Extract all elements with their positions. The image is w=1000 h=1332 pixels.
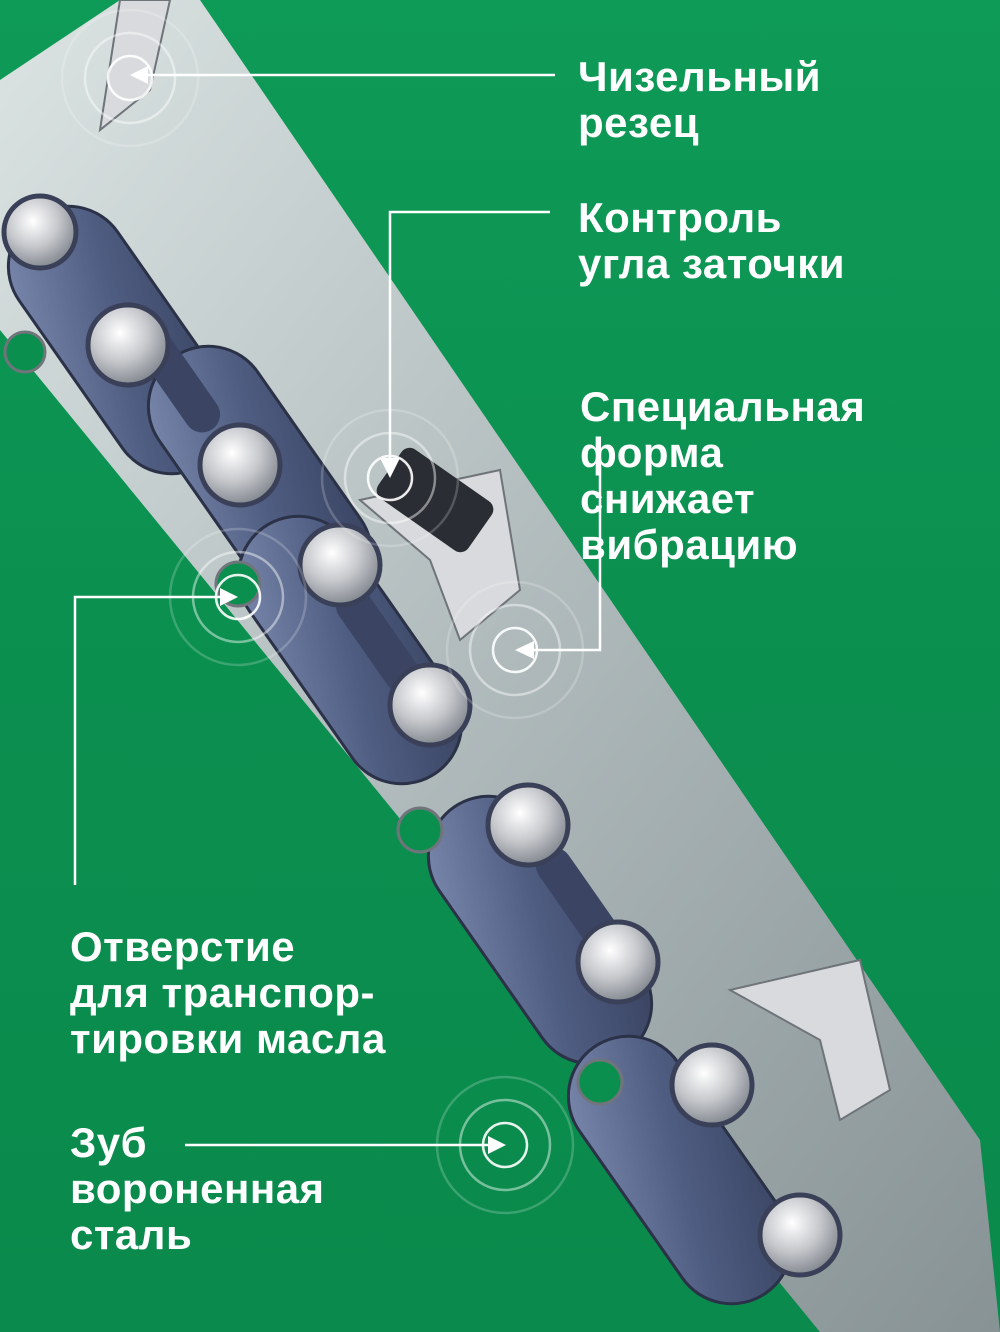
cutter-teeth	[98, 0, 892, 1122]
rivets	[1, 193, 843, 1278]
label-special-shape: Специальная форма снижает вибрацию	[580, 384, 865, 568]
label-line: угла заточки	[578, 240, 846, 287]
label-oil-hole: Отверстие для транспор- тировки масла	[70, 924, 386, 1062]
label-angle-control: Контроль угла заточки	[578, 195, 845, 287]
callout-angle	[320, 210, 550, 548]
label-line: Контроль	[578, 194, 782, 241]
label-line: вороненная	[70, 1165, 325, 1212]
label-line: Чизельный	[578, 53, 822, 100]
callout-shape	[445, 450, 602, 720]
callouts	[60, 8, 602, 1215]
label-line: сталь	[70, 1211, 193, 1258]
callout-chisel	[60, 8, 555, 148]
label-line: снижает	[580, 475, 756, 522]
label-line: Зуб	[70, 1119, 148, 1166]
label-line: для транспор-	[70, 969, 375, 1016]
oil-holes	[3, 330, 624, 1106]
label-line: вибрацию	[580, 521, 799, 568]
callout-oil-hole	[73, 527, 308, 885]
label-line: резец	[578, 99, 700, 146]
label-line: Отверстие	[70, 923, 296, 970]
label-line: Специальная	[580, 383, 866, 430]
label-line: тировки масла	[70, 1015, 386, 1062]
label-blued-tooth: Зуб вороненная сталь	[70, 1120, 325, 1258]
callout-tooth	[185, 1075, 575, 1215]
label-line: форма	[580, 429, 724, 476]
label-chisel-cutter: Чизельный резец	[578, 54, 821, 146]
cutter-gullet	[376, 447, 494, 553]
